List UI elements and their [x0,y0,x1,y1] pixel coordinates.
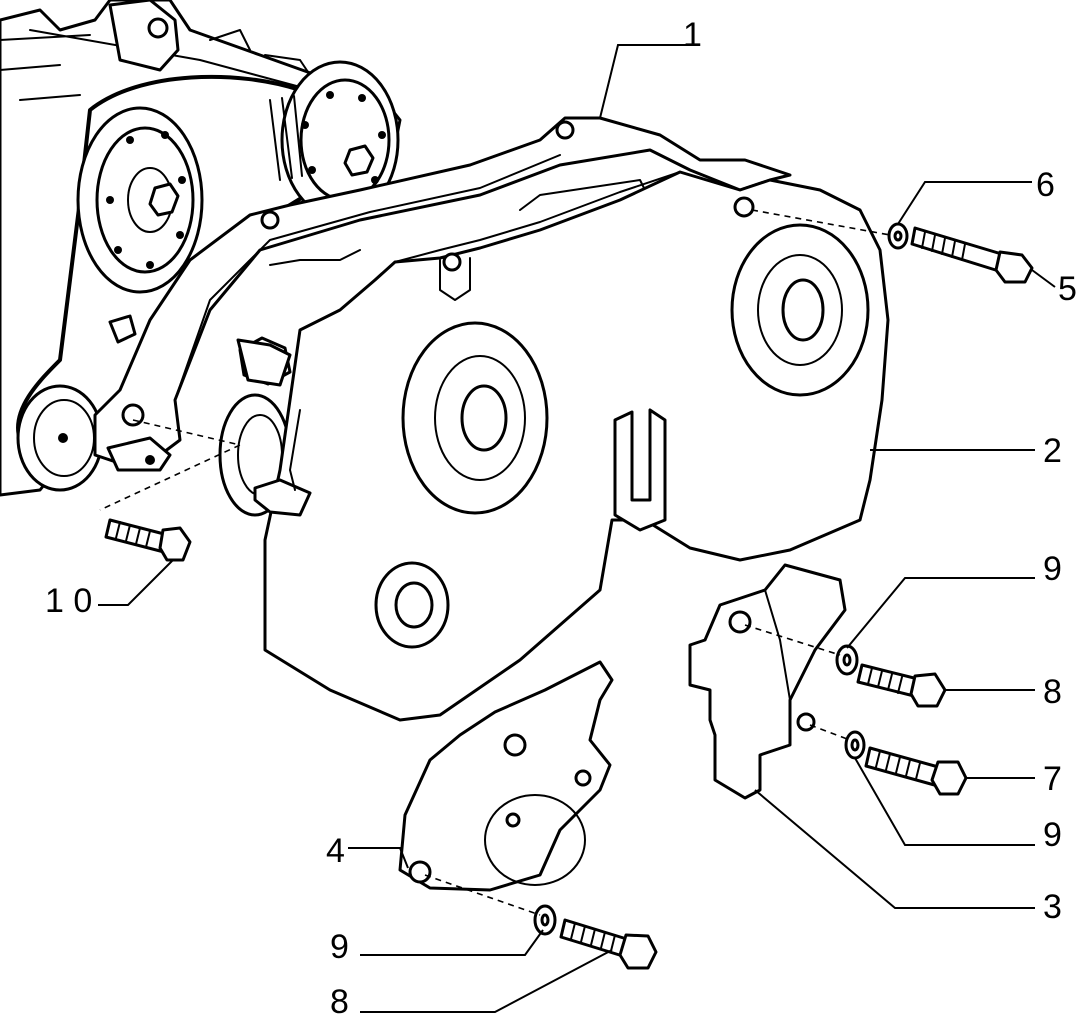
bolt-8-lower [559,918,658,970]
bolt-7 [864,746,968,796]
alignment-lines [99,209,891,916]
camshaft-pulley-left [76,106,204,294]
lower-cover-3 [688,563,847,800]
washer-9-upper [835,644,859,676]
bolt-10 [104,518,192,562]
leader-lines [98,44,1056,1013]
callout-8-lower: 8 [330,983,349,1015]
bolt-5 [910,226,1034,284]
callout-4: 4 [326,832,345,870]
callout-10: 1 0 [45,582,92,620]
callout-3: 3 [1043,888,1062,926]
idler-pulley [16,384,104,492]
front-timing-cover [253,170,890,722]
bolt-8-upper [856,663,947,708]
callout-7: 7 [1043,760,1062,798]
callout-8-upper: 8 [1043,673,1062,711]
washer-9-lower [533,904,557,936]
washer-6 [887,222,909,250]
callout-1: 1 [683,16,702,54]
callout-9-middle: 9 [1043,816,1062,854]
callout-labels: 1 2 3 4 5 6 7 8 8 9 9 9 1 0 [45,16,1077,1015]
rear-timing-cover [93,116,792,472]
washer-9-middle [844,730,866,760]
callout-6: 6 [1036,166,1055,204]
lower-cover-4 [398,660,614,892]
callout-2: 2 [1043,432,1062,470]
callout-9-upper: 9 [1043,550,1062,588]
callout-9-lower: 9 [330,928,349,966]
callout-5: 5 [1058,270,1077,308]
